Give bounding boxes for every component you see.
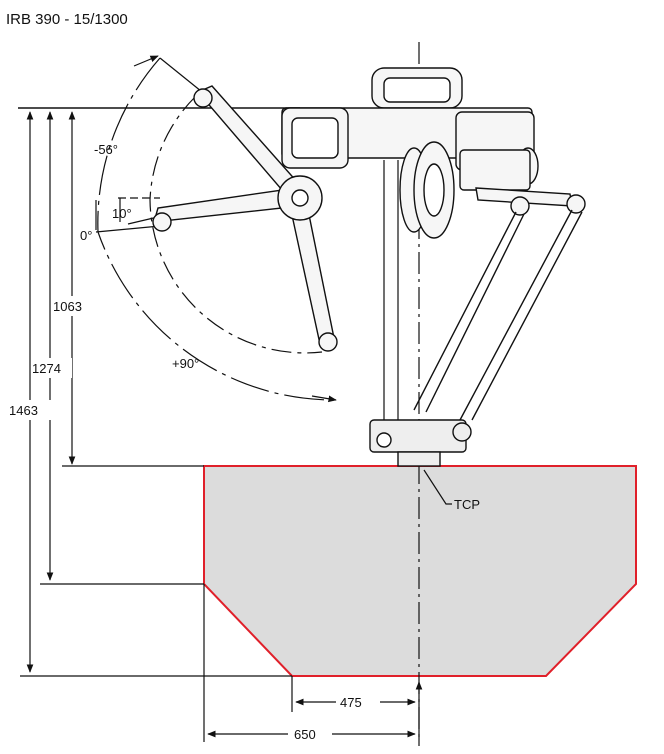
angle-label-0: 0° — [80, 228, 92, 243]
outer-swing-arc — [97, 57, 335, 401]
robot-arm-right — [383, 160, 586, 421]
angle-zero-ray — [95, 225, 161, 233]
inner-swing-arc — [149, 95, 323, 354]
angle-label-neg56: -56° — [94, 142, 118, 157]
angle-arrow-upper — [133, 55, 159, 67]
angle-arrow-lower — [311, 395, 337, 403]
angle-label-10: 10° — [112, 206, 132, 221]
angle-label-90: +90° — [172, 356, 199, 371]
robot-arm-left — [152, 85, 338, 352]
dimension-label-1063: 1063 — [53, 299, 82, 314]
working-range-area — [203, 465, 637, 677]
dimension-1063: 1063 — [52, 111, 204, 467]
robot-base — [281, 67, 539, 239]
dimension-1463: 1463 — [8, 111, 292, 677]
dimension-label-1463: 1463 — [9, 403, 38, 418]
tcp-label: TCP — [454, 497, 480, 512]
dimension-650: 650 — [203, 584, 416, 744]
dimension-label-650: 650 — [294, 727, 316, 742]
dimension-label-475: 475 — [340, 695, 362, 710]
tcp-leader-line — [423, 469, 452, 505]
diagram-title: IRB 390 - 15/1300 — [6, 11, 128, 28]
dimension-1274: 1274 — [30, 111, 204, 585]
end-effector-platform — [369, 419, 472, 467]
dimension-label-1274: 1274 — [32, 361, 61, 376]
dimension-475: 475 — [291, 676, 416, 712]
